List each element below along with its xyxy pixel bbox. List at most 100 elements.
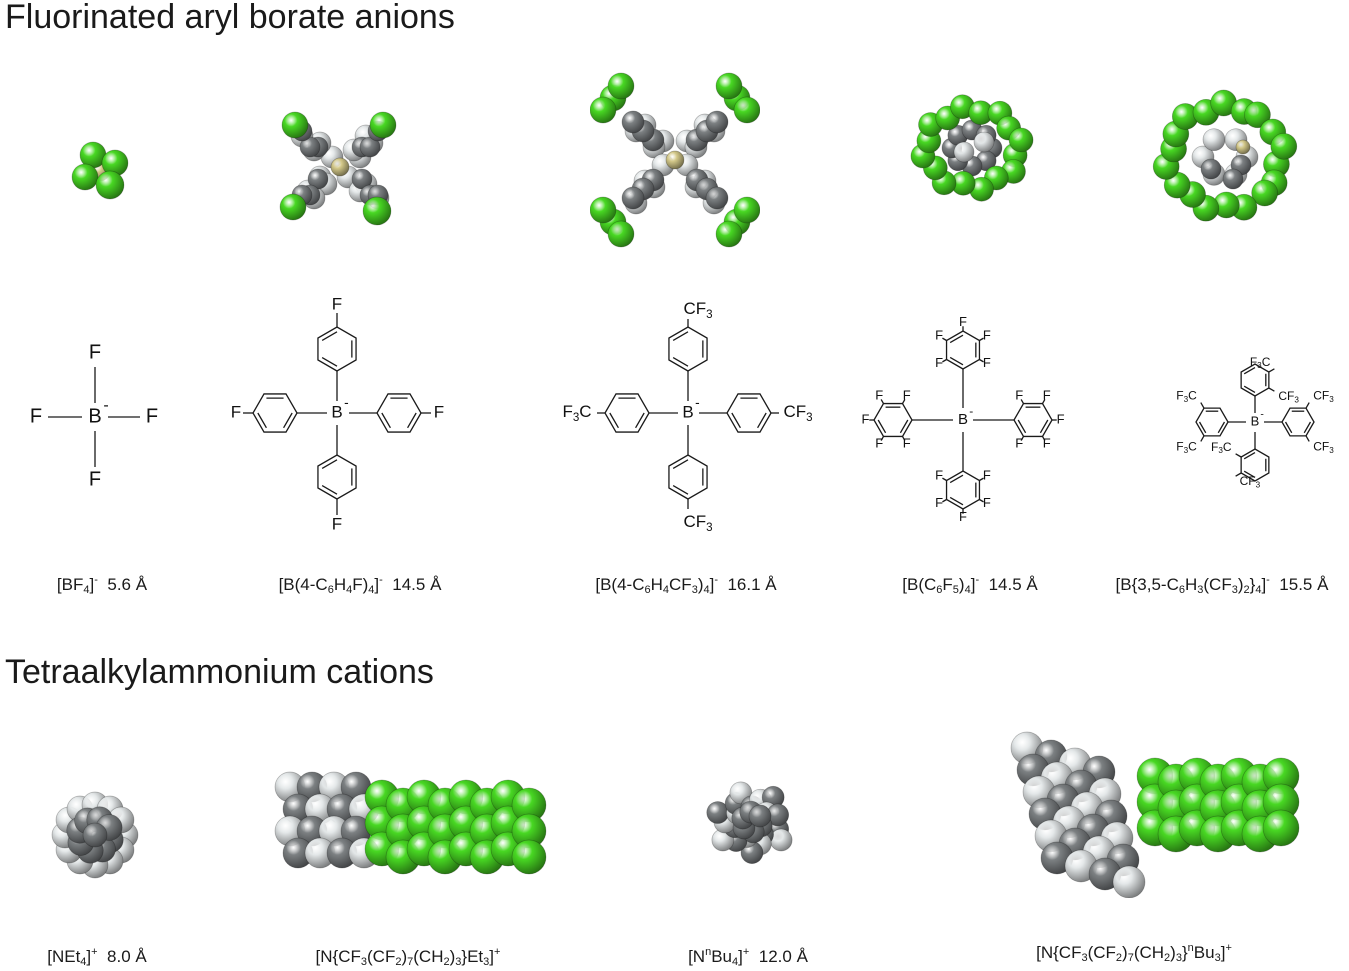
- bond: [1305, 402, 1310, 409]
- fluorine-label: F: [231, 402, 241, 421]
- bond: [942, 337, 947, 342]
- fluorine-label: F: [875, 435, 883, 450]
- double-bond: [1303, 421, 1312, 434]
- size-value: 16.1 Å: [727, 575, 777, 594]
- fluorine-label: F: [332, 295, 342, 313]
- boron-atom: [665, 150, 685, 170]
- anion-label: [BF4]- 5.6 Å: [57, 574, 147, 596]
- cf3-label: CF3: [1313, 440, 1334, 455]
- bond: [1020, 399, 1025, 404]
- fluorine-label: F: [983, 328, 991, 343]
- fluorine-atom: [71, 163, 99, 191]
- bond: [979, 498, 984, 503]
- bond: [1268, 368, 1275, 373]
- formula: [B(C6F5)4]-: [902, 574, 980, 596]
- hydrogen-atom: [953, 141, 975, 163]
- size-value: 12.0 Å: [758, 947, 808, 966]
- cation-label: [NnBu4]+ 12.0 Å: [688, 946, 808, 968]
- double-bond: [321, 459, 338, 469]
- fluorine-label: F: [1015, 388, 1023, 403]
- bond: [979, 358, 984, 363]
- bond: [1305, 435, 1310, 442]
- bond: [1041, 436, 1046, 441]
- size-value: 8.0 Å: [107, 947, 147, 966]
- fluorine-label: F: [434, 402, 444, 421]
- fluorine-label: F: [983, 355, 991, 370]
- benzene-ring: [376, 393, 422, 433]
- double-bond: [407, 412, 417, 429]
- hydrogen-atom: [1202, 128, 1226, 152]
- anion-label: [B{3,5-C6H3(CF3)2}4]- 15.5 Å: [1116, 574, 1329, 596]
- double-bond: [1017, 419, 1027, 434]
- benzene-ring: [317, 454, 357, 500]
- fluorine-label: F: [89, 341, 101, 363]
- fluorine-atom: [1008, 127, 1034, 153]
- boron-label: B: [958, 411, 968, 428]
- fluorine-label: F: [332, 514, 342, 533]
- fluorine-label: F: [903, 435, 911, 450]
- double-bond: [1198, 421, 1207, 434]
- bond: [979, 337, 984, 342]
- cation-fluoro-et3-space-model: [274, 771, 547, 875]
- bond: [942, 358, 947, 363]
- double-bond: [1243, 366, 1256, 375]
- charge-label: -: [103, 397, 108, 414]
- hydrogen-atom: [973, 131, 995, 153]
- bond: [1200, 402, 1205, 409]
- fluorine-label: F: [1043, 388, 1051, 403]
- formula: [NnBu4]+: [688, 946, 750, 968]
- fluorine-atom: [362, 196, 392, 226]
- bond: [880, 436, 885, 441]
- double-bond: [635, 412, 645, 429]
- bond: [979, 477, 984, 482]
- carbon-atom: [621, 110, 645, 134]
- fluorine-atom: [590, 196, 617, 224]
- boron-label: B: [1251, 413, 1260, 428]
- double-bond: [899, 419, 909, 434]
- benzene-ring: [945, 330, 981, 370]
- anion-label: [B(C6F5)4]- 14.5 Å: [902, 574, 1037, 596]
- cation-net4-space-model: [51, 791, 139, 879]
- fluorine-atom: [511, 839, 547, 875]
- anion-bf4-space-model: [71, 141, 129, 200]
- double-bond: [1039, 419, 1049, 434]
- boron-label: B: [331, 402, 342, 421]
- benzene-ring: [252, 393, 298, 433]
- bond: [942, 498, 947, 503]
- double-bond: [283, 412, 293, 429]
- fluorine-atom: [279, 193, 307, 221]
- structure-b-c6h4f: B- F F F F: [231, 295, 444, 533]
- double-bond: [1243, 470, 1256, 479]
- cf3-label: CF3: [1240, 474, 1261, 489]
- charge-label: -: [1260, 410, 1263, 421]
- double-bond: [381, 412, 391, 429]
- bond: [1041, 399, 1046, 404]
- formula: [B(4-C6H4CF3)4]-: [595, 574, 719, 596]
- fluorine-label: F: [1015, 435, 1023, 450]
- carbon-atom: [1200, 158, 1222, 180]
- boron-label: B: [682, 402, 693, 421]
- cation-nbu4-space-model: [706, 781, 793, 864]
- double-bond: [672, 357, 689, 367]
- bond: [1200, 435, 1205, 442]
- formula: [B{3,5-C6H3(CF3)2}4]-: [1115, 574, 1270, 596]
- cf3-label: F3C: [562, 402, 591, 423]
- fluorine-atom: [281, 111, 309, 139]
- double-bond: [1243, 385, 1256, 394]
- fluorine-atom: [715, 72, 743, 100]
- fluorine-label: F: [875, 388, 883, 403]
- heading-cations: Tetraalkylammonium cations: [5, 653, 434, 691]
- fluorine-atom: [1244, 101, 1271, 129]
- cation-label: [N{CF3(CF2)7(CH2)3}nBu3]+: [1036, 942, 1232, 964]
- fluorine-atom: [715, 220, 743, 248]
- fluorine-label: F: [959, 509, 967, 524]
- carbon-atom: [705, 186, 729, 210]
- double-bond: [757, 412, 767, 429]
- fluorine-label: F: [1043, 435, 1051, 450]
- fluorine-label: F: [983, 468, 991, 483]
- double-bond: [672, 485, 689, 495]
- charge-label: -: [344, 395, 349, 410]
